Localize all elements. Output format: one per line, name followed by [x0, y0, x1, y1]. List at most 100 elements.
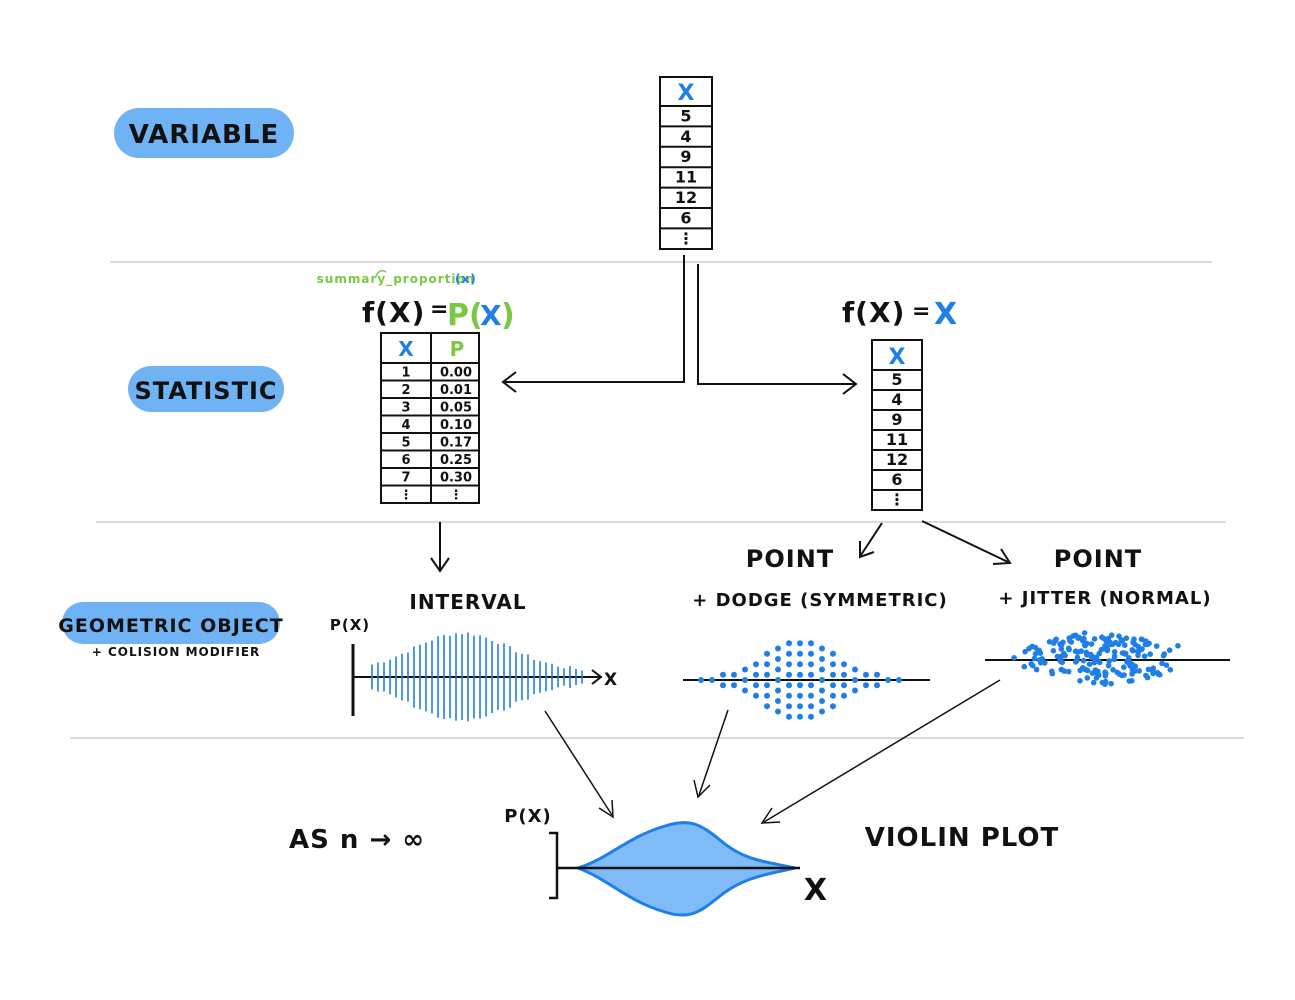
geometric-object-label: GEOMETRIC OBJECT	[58, 615, 283, 637]
collision-modifier-label: + COLISION MODIFIER	[92, 645, 261, 659]
top-table-header: X	[678, 81, 695, 106]
jitter-point	[1121, 664, 1127, 670]
right-fx: f(X)	[842, 296, 905, 329]
jitter-point	[1088, 651, 1094, 658]
jitter-point	[1144, 674, 1151, 681]
right-table-cell: ⋮	[889, 490, 905, 509]
geometric-object-pill: GEOMETRIC OBJECT + COLISION MODIFIER	[58, 602, 283, 659]
left-paren-open: (	[469, 298, 484, 333]
dodge-point	[808, 692, 814, 699]
jitter-point	[1090, 679, 1097, 686]
jitter-point	[1059, 659, 1065, 666]
jitter-point	[1011, 655, 1017, 661]
jitter-point	[1166, 647, 1173, 653]
dodge-point	[775, 677, 781, 683]
left-table-x-cell: 3	[401, 401, 410, 416]
jitter-point	[1129, 661, 1135, 668]
dodge-point	[764, 661, 770, 668]
jitter-point	[1080, 657, 1087, 664]
jitter-point	[1074, 649, 1081, 655]
dodge-point	[841, 661, 847, 668]
interval-geom: INTERVAL P(X) X	[330, 590, 618, 722]
dodge-point	[775, 698, 781, 704]
jitter-point	[1058, 666, 1065, 673]
dodge-geom: POINT + DODGE (SYMMETRIC)	[683, 545, 948, 720]
dodge-point	[797, 682, 803, 689]
dodge-point	[775, 708, 781, 715]
left-table-x-cell: 7	[401, 471, 410, 486]
dodge-point	[885, 677, 891, 683]
jitter-point	[1136, 668, 1142, 674]
jitter-point	[1022, 648, 1028, 655]
dodge-point	[874, 682, 880, 689]
jitter-point	[1139, 636, 1145, 643]
violin-ylabel: P(X)	[504, 806, 552, 827]
jitter-point	[1067, 638, 1073, 644]
left-stat-formula: summary_proportion (x) f(X) = P ( X )	[317, 269, 515, 333]
left-x: X	[480, 299, 503, 332]
dodge-point	[753, 661, 759, 668]
dodge-point	[797, 661, 803, 668]
dodge-point	[819, 687, 825, 694]
jitter-point	[1058, 646, 1065, 652]
dodge-point	[764, 703, 770, 710]
summary-annotation: summary_proportion	[317, 272, 476, 287]
jitter-point	[1102, 643, 1108, 649]
left-table-p-cell: ⋮	[450, 488, 463, 503]
top-connector	[501, 255, 858, 395]
dodge-point	[731, 682, 737, 689]
jitter-point	[1114, 669, 1120, 676]
right-stat-formula: f(X) = X	[842, 296, 957, 332]
jitter-point	[1110, 667, 1116, 673]
left-table-header-x: X	[398, 337, 414, 361]
jitter-point	[1081, 635, 1087, 642]
left-table-x-cell: 1	[401, 366, 410, 381]
dodge-point	[786, 713, 792, 720]
left-table-p-cell: 0.00	[440, 366, 472, 381]
top-table-cell: 6	[680, 208, 691, 227]
jitter-point	[1026, 645, 1032, 652]
dodge-point	[819, 677, 825, 683]
interval-xlabel: X	[604, 670, 618, 690]
left-table-x-cell: ⋮	[400, 488, 413, 503]
jitter-geom: POINT + JITTER (NORMAL)	[985, 545, 1230, 687]
dodge-label-2: + DODGE (SYMMETRIC)	[692, 590, 948, 611]
left-table-x-cell: 5	[401, 436, 410, 451]
dodge-point	[786, 640, 792, 647]
jitter-point	[1122, 642, 1128, 648]
dodge-point	[786, 661, 792, 668]
jitter-point	[1163, 662, 1170, 668]
jitter-point	[1033, 666, 1040, 673]
jitter-point	[1126, 678, 1133, 684]
jitter-point	[1038, 659, 1044, 666]
left-table-p-cell: 0.10	[440, 418, 472, 433]
dodge-point	[742, 677, 748, 683]
dodge-point	[786, 703, 792, 710]
right-table-cell: 9	[891, 410, 902, 429]
violin-section: AS n → ∞ P(X) X VIOLIN PLOT	[289, 806, 1060, 917]
dodge-point	[819, 666, 825, 673]
summary-annotation-x: (x)	[455, 272, 477, 286]
jitter-point	[1124, 658, 1130, 665]
violin-plot-label: VIOLIN PLOT	[865, 823, 1060, 853]
dodge-point	[819, 698, 825, 704]
dodge-point	[863, 682, 869, 689]
dodge-point	[830, 661, 836, 668]
jitter-label-1: POINT	[1054, 545, 1142, 573]
jitter-point	[1102, 681, 1108, 687]
dodge-point	[764, 650, 770, 657]
dodge-point	[808, 640, 814, 647]
jitter-point	[1066, 646, 1072, 653]
dodge-point	[731, 671, 737, 678]
dodge-point	[852, 687, 858, 694]
right-eq: =	[912, 299, 931, 324]
jitter-point	[1115, 641, 1122, 648]
left-table-x-cell: 6	[401, 453, 410, 468]
dodge-point	[797, 650, 803, 657]
left-table-x-cell: 4	[401, 418, 410, 433]
jitter-point	[1073, 632, 1079, 639]
jitter-point	[1111, 653, 1118, 659]
jitter-point	[1081, 630, 1088, 636]
jitter-point	[1121, 672, 1127, 678]
